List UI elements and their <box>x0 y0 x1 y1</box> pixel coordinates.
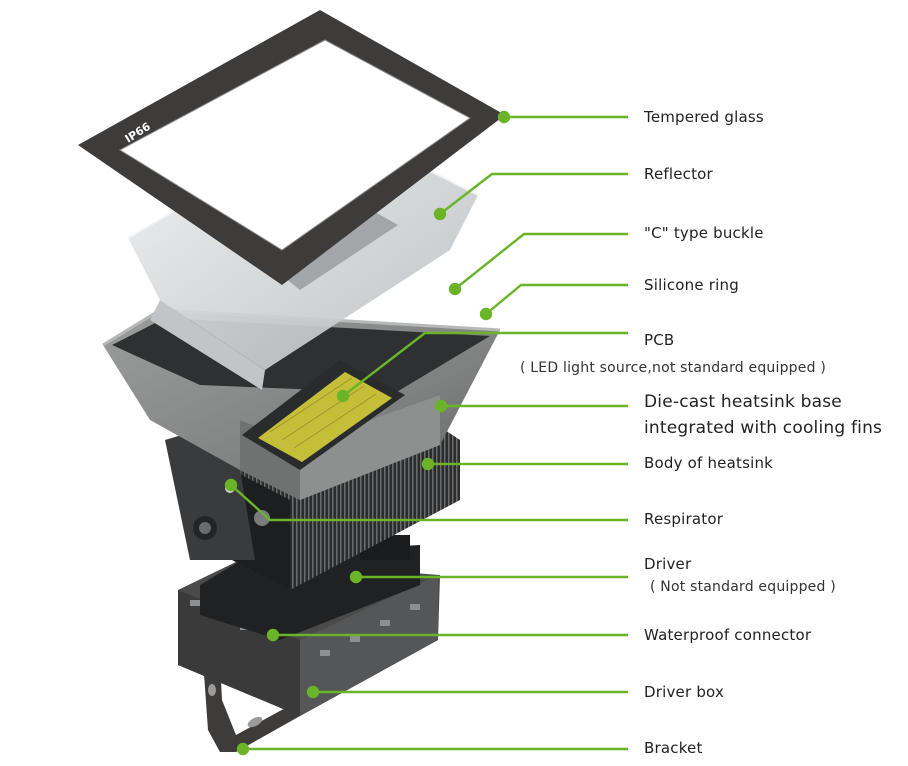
label-heatsink-base-line1: Die-cast heatsink base <box>644 392 842 412</box>
leader-heatsink-base <box>434 399 628 413</box>
label-heatsink-base-line2: integrated with cooling fins <box>644 418 883 438</box>
leader-pcb <box>336 331 628 403</box>
tempered-glass-part: IP66 <box>78 10 505 285</box>
leader-lines <box>224 110 628 756</box>
leader-respirator <box>224 478 628 522</box>
leader-body-of-heatsink <box>421 457 628 471</box>
leader-reflector <box>433 172 628 221</box>
label-c-type-buckle: "C" type buckle <box>644 224 764 242</box>
label-pcb-note: ( LED light source,not standard equipped… <box>520 360 826 376</box>
leader-driver-box <box>306 685 628 699</box>
label-waterproof-connector: Waterproof connector <box>644 626 812 644</box>
leader-tempered-glass <box>497 110 628 124</box>
leader-waterproof-connector <box>266 628 628 642</box>
label-respirator: Respirator <box>644 510 724 528</box>
label-driver-note: ( Not standard equipped ) <box>650 579 836 595</box>
label-driver: Driver <box>644 555 692 573</box>
bracket-part <box>203 660 300 752</box>
label-pcb: PCB <box>644 331 675 349</box>
label-body-of-heatsink: Body of heatsink <box>644 454 774 472</box>
label-tempered-glass: Tempered glass <box>644 108 764 126</box>
leader-silicone-ring <box>479 283 628 321</box>
leader-driver <box>349 570 628 584</box>
label-driver-box: Driver box <box>644 683 725 701</box>
leader-bracket <box>236 742 628 756</box>
label-silicone-ring: Silicone ring <box>644 276 739 294</box>
label-reflector: Reflector <box>644 165 713 183</box>
leader-c-type-buckle <box>448 232 628 296</box>
label-bracket: Bracket <box>644 739 703 757</box>
pcb-part <box>242 360 405 470</box>
